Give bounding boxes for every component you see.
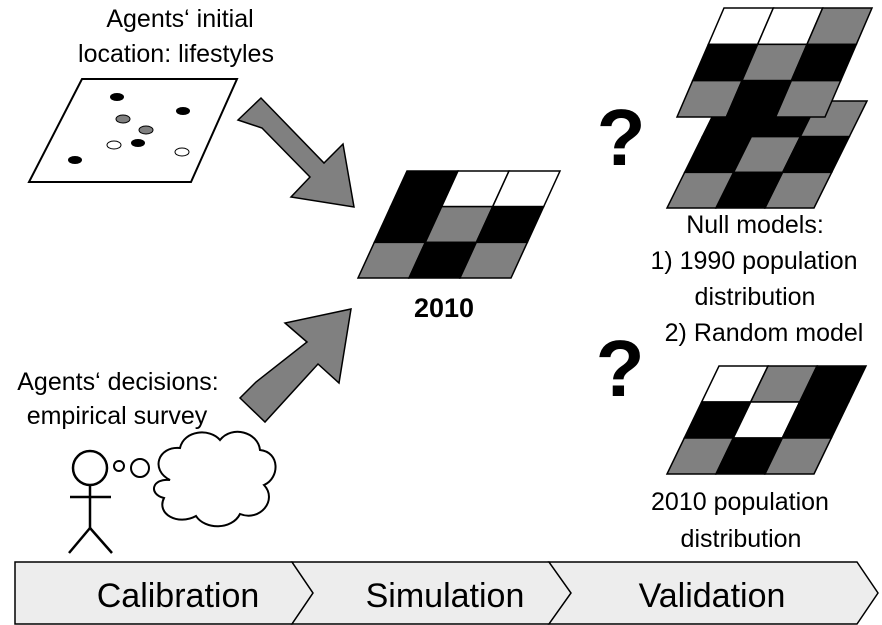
phase-calibration-label: Calibration	[97, 577, 260, 615]
initial-location-label-line2: location: lifestyles	[78, 40, 274, 68]
agent-dot	[131, 139, 145, 147]
observed-grid-2010	[665, 365, 868, 475]
simulation-grid-cell	[458, 241, 529, 279]
arrow-decisions-to-simulation	[238, 308, 352, 424]
phase-validation-chevron	[547, 561, 879, 625]
stick-figure	[68, 449, 113, 554]
initial-location-map	[27, 78, 239, 183]
agent-dot	[138, 125, 154, 135]
observed-label-line1: 2010 population	[651, 488, 829, 516]
null-models-label-line1: Null models:	[686, 211, 824, 239]
null-model-grid-1990	[665, 100, 869, 209]
simulation-grid	[356, 170, 562, 279]
question-mark-bottom: ?	[596, 324, 645, 413]
phase-bar: Calibration Simulation Validation	[14, 561, 879, 625]
thought-bubble-medium	[130, 458, 150, 478]
agent-dot	[176, 107, 190, 115]
agent-dot	[115, 114, 131, 124]
observed-label-line2: distribution	[681, 525, 802, 553]
initial-location-label-line1: Agents‘ initial	[106, 5, 253, 33]
arrow-initial-to-simulation	[236, 96, 355, 208]
decisions-label-line1: Agents‘ decisions:	[17, 368, 219, 396]
agent-dot	[110, 93, 124, 101]
null-model-grid-random	[675, 7, 874, 118]
observed-grid-cell	[763, 437, 833, 475]
simulation-year-label: 2010	[414, 293, 474, 323]
agent-dot	[106, 140, 122, 150]
agent-dot	[174, 147, 190, 157]
null-models-label-line2: 1) 1990 population	[650, 247, 857, 275]
phase-validation-label: Validation	[639, 577, 786, 615]
null-grid-1990-cell	[763, 171, 833, 209]
phase-simulation-label: Simulation	[366, 577, 525, 615]
thought-bubble-small	[113, 460, 125, 472]
null-models-label-line4: 2) Random model	[665, 319, 864, 347]
null-grid-random-cell	[774, 79, 842, 118]
agent-dot	[68, 156, 82, 164]
stick-figure-left-leg	[68, 527, 91, 554]
stick-figure-head	[71, 449, 109, 487]
null-models-label-line3: distribution	[695, 283, 816, 311]
thought-cloud	[153, 430, 277, 528]
map-parallelogram	[27, 78, 239, 183]
stick-figure-right-leg	[89, 527, 113, 554]
decisions-label-line2: empirical survey	[27, 402, 208, 430]
question-mark-top: ?	[597, 93, 646, 182]
